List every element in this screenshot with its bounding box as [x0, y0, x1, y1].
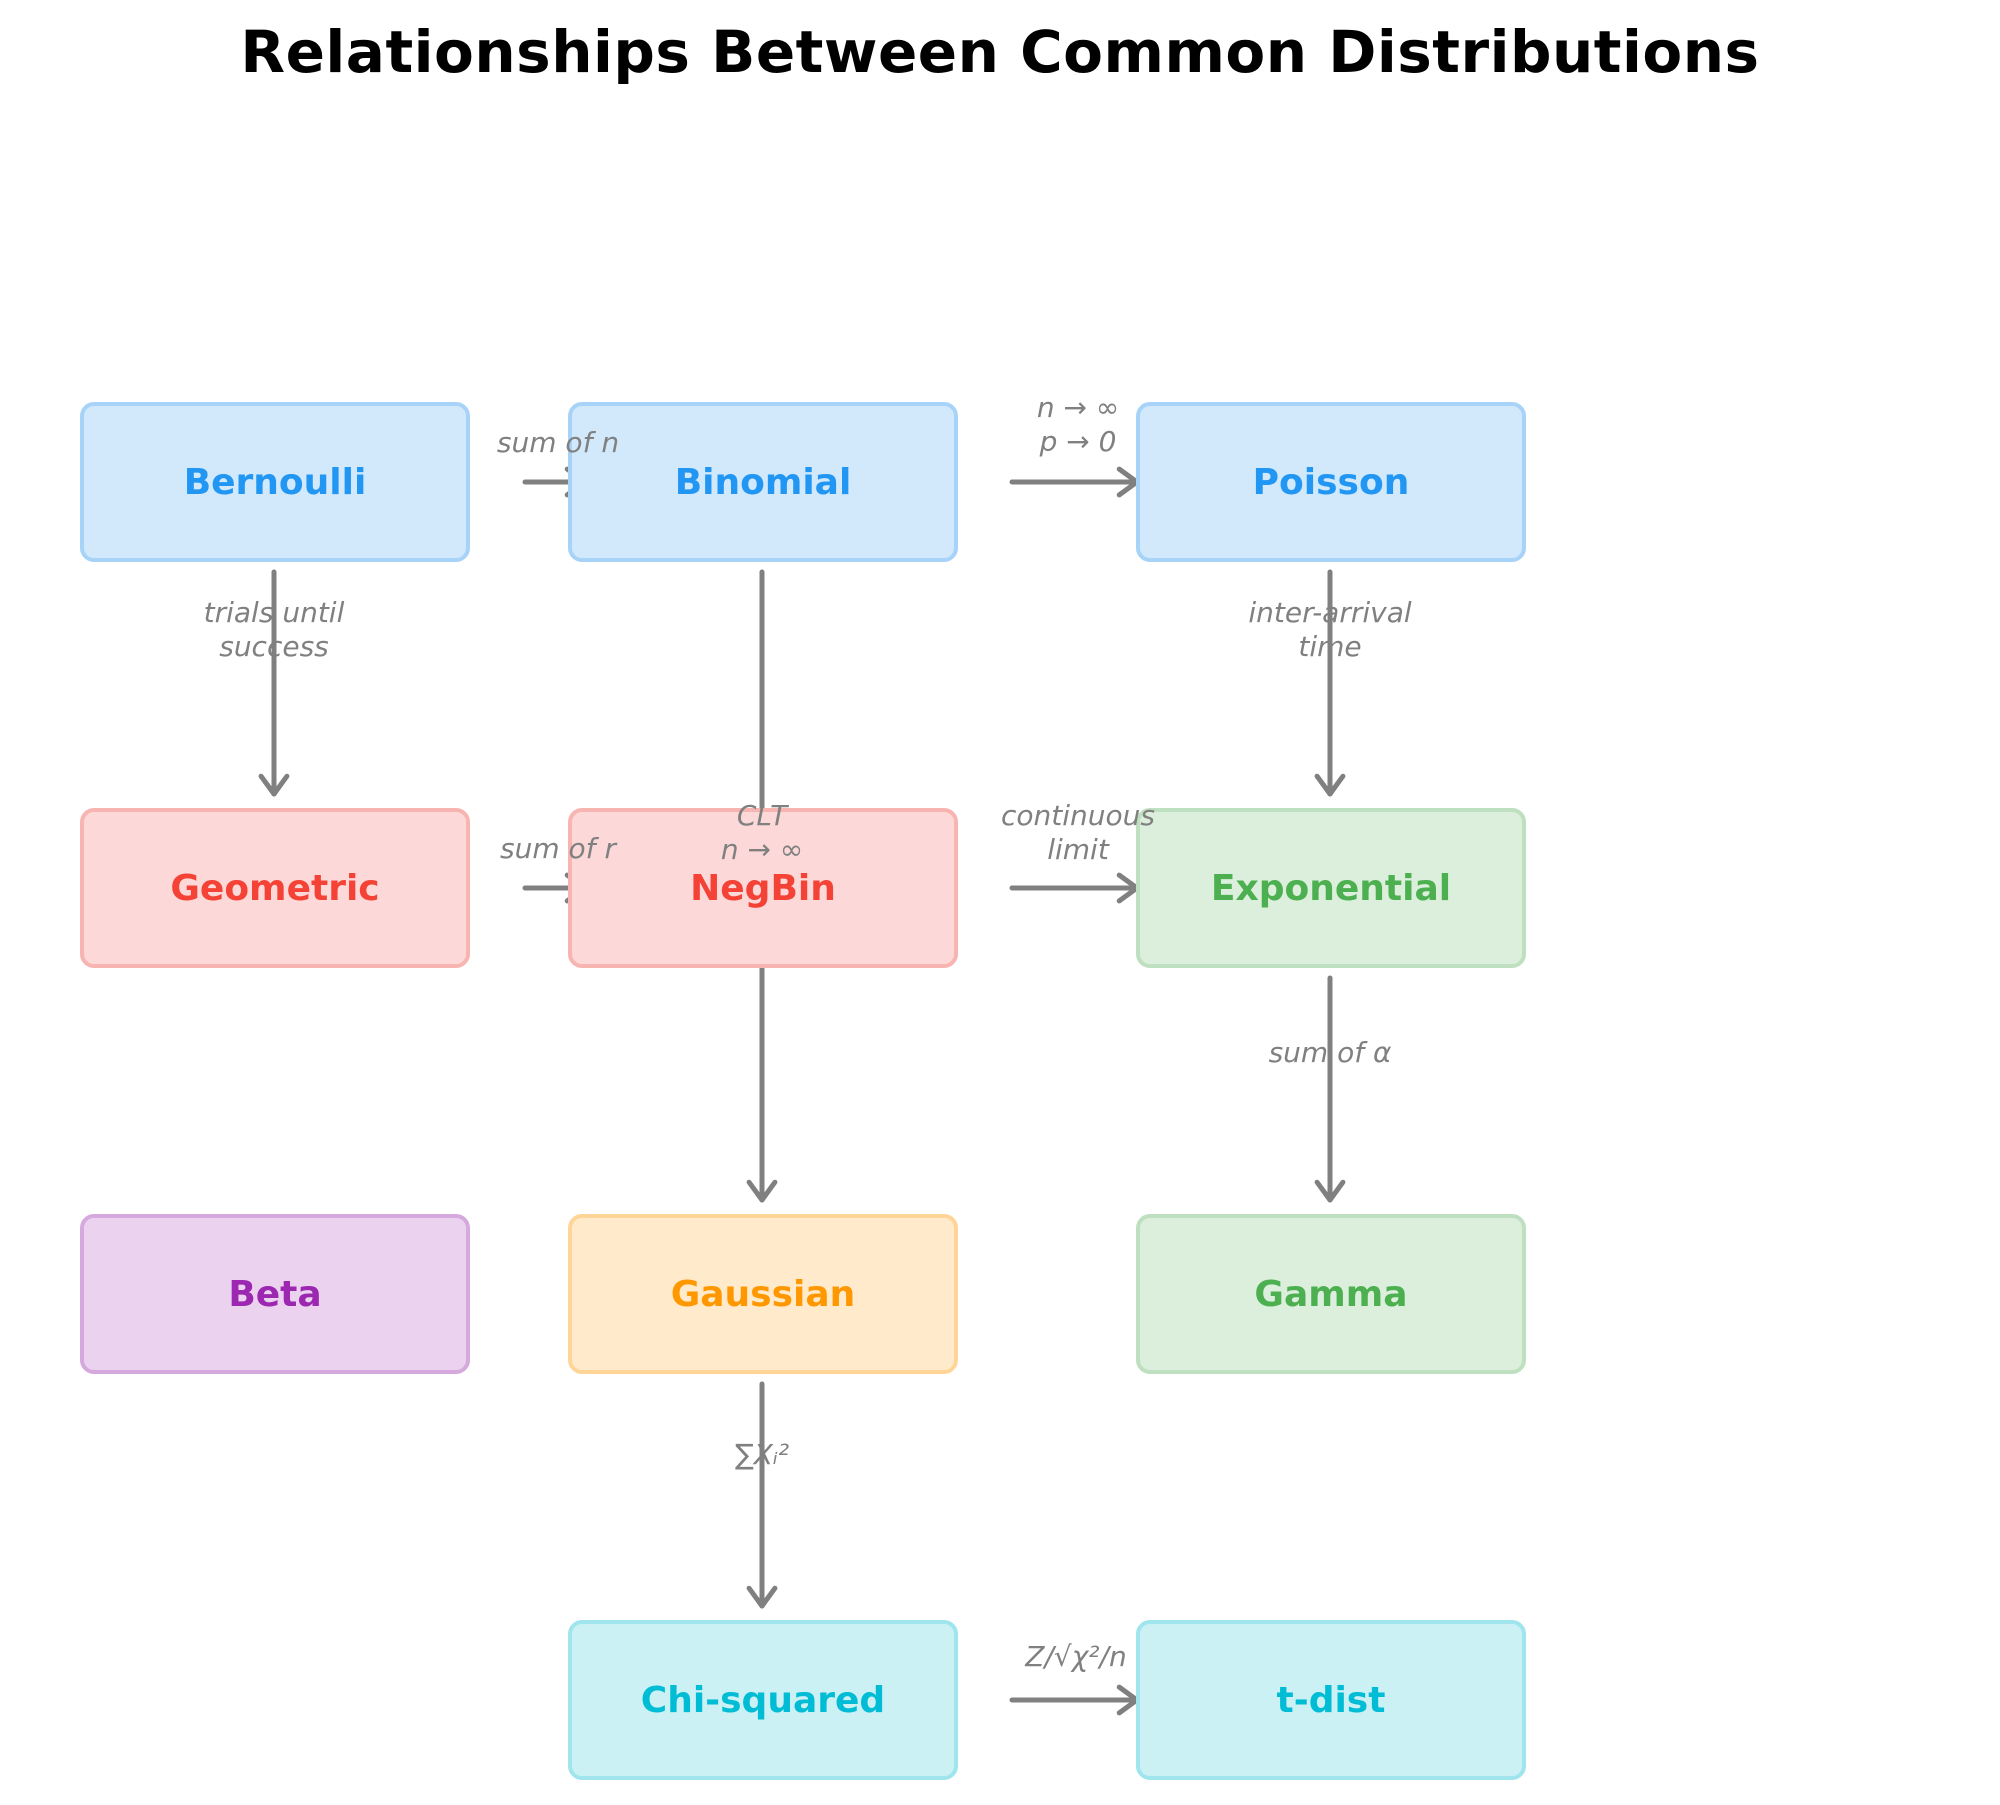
- edge-label-line: success: [219, 630, 329, 663]
- node-gaussian: Gaussian: [568, 1214, 958, 1374]
- edge-label-line: sum of α: [1268, 1036, 1392, 1069]
- edge-label-line: n → ∞: [1036, 391, 1120, 424]
- edge-label-line: sum of n: [496, 426, 620, 459]
- node-geometric: Geometric: [80, 808, 470, 968]
- edge-label-binomial-to-poisson: n → ∞p → 0: [1037, 391, 1119, 459]
- edge-label-line: CLT: [736, 799, 788, 832]
- node-gamma: Gamma: [1136, 1214, 1526, 1374]
- edge-label-exponential-to-gamma: sum of α: [1269, 1036, 1392, 1070]
- edge-label-chisquared-to-tdist: Z/√χ²/n: [1025, 1640, 1126, 1674]
- node-binomial: Binomial: [568, 402, 958, 562]
- node-poisson: Poisson: [1136, 402, 1526, 562]
- edge-label-line: continuous: [1001, 799, 1155, 832]
- diagram-title: Relationships Between Common Distributio…: [240, 18, 1760, 86]
- edge-label-line: Z/√χ²/n: [1025, 1640, 1127, 1673]
- arrow-gaussian-to-chisquared: [746, 1381, 778, 1609]
- node-negbin: NegBin: [568, 808, 958, 968]
- edge-label-line: sum of r: [500, 832, 616, 865]
- node-exponential: Exponential: [1136, 808, 1526, 968]
- edge-label-gaussian-to-chisquared: ∑Xᵢ²: [735, 1438, 789, 1472]
- arrow-chisquared-to-tdist: [1009, 1684, 1140, 1716]
- node-bernoulli: Bernoulli: [80, 402, 470, 562]
- arrow-bernoulli-to-geometric: [258, 569, 290, 797]
- edge-label-geometric-to-negbin: sum of r: [500, 832, 616, 866]
- node-chisquared: Chi-squared: [568, 1620, 958, 1780]
- arrow-negbin-to-exponential: [1009, 872, 1140, 904]
- node-tdist: t-dist: [1136, 1620, 1526, 1780]
- edge-label-line: time: [1298, 630, 1362, 663]
- edge-label-line: p → 0: [1039, 425, 1117, 458]
- edge-label-bernoulli-to-binomial: sum of n: [497, 426, 619, 460]
- edge-label-line: trials until: [203, 596, 345, 629]
- edge-label-line: ∑Xᵢ²: [734, 1438, 790, 1471]
- edge-label-line: limit: [1047, 833, 1109, 866]
- node-beta: Beta: [80, 1214, 470, 1374]
- edge-label-line: inter-arrival: [1248, 596, 1412, 629]
- edge-label-line: n → ∞: [720, 833, 804, 866]
- arrow-exponential-to-gamma: [1314, 975, 1346, 1203]
- arrow-binomial-to-poisson: [1009, 466, 1140, 498]
- arrow-poisson-to-exponential: [1314, 569, 1346, 797]
